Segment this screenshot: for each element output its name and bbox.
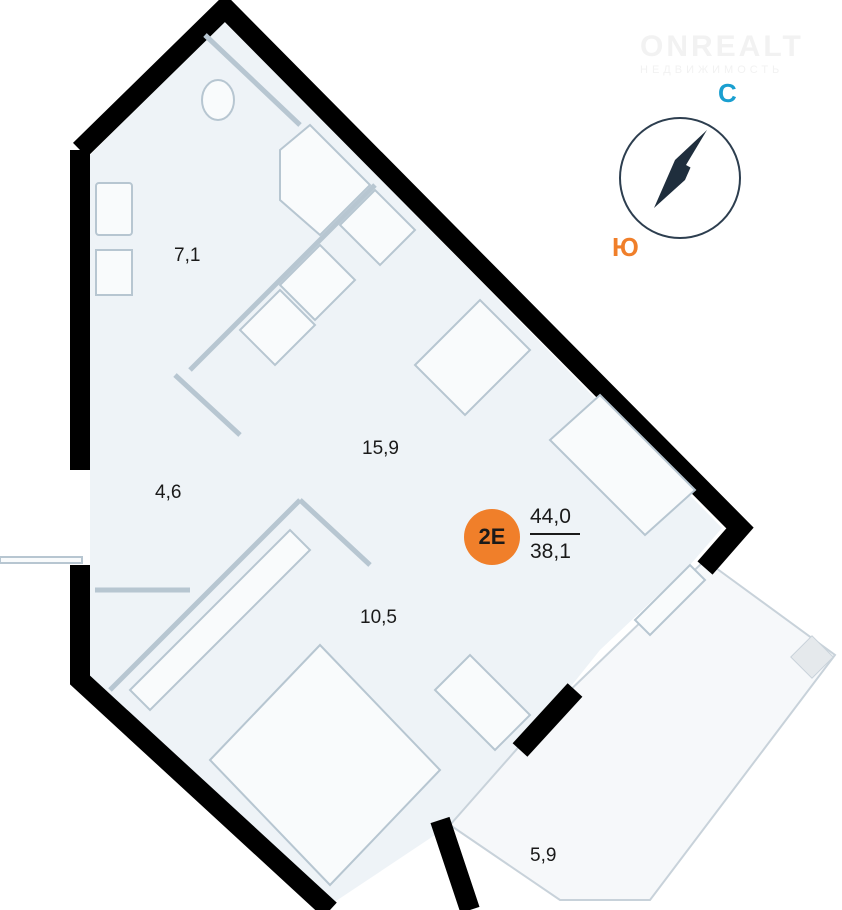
apartment-area: 44,0 38,1: [530, 505, 580, 564]
toilet-icon: [201, 79, 235, 121]
washer-icon: [95, 249, 133, 296]
wardrobe-icon: [128, 528, 312, 712]
apartment-floor: [90, 20, 722, 905]
stove-icon: [338, 188, 417, 267]
compass: [619, 117, 741, 239]
watermark-subtitle: НЕДВИЖИМОСТЬ: [640, 64, 784, 76]
furniture: [0, 79, 707, 887]
room-area-bedroom: 10,5: [360, 607, 397, 628]
column-icon: [790, 635, 834, 679]
room-area-hallway: 4,6: [155, 482, 182, 503]
compass-north-label: С: [718, 78, 737, 108]
window-icon: [633, 563, 707, 637]
fridge-icon: [238, 288, 317, 367]
bed-icon: [208, 643, 442, 887]
compass-south-label: Ю: [612, 232, 639, 262]
sink-icon: [95, 182, 133, 236]
compass-needle-icon: [654, 130, 707, 208]
sofa-icon: [548, 393, 697, 537]
total-area: 44,0: [530, 505, 571, 528]
kitchen-sink-icon: [278, 243, 357, 322]
fraction-divider: [530, 533, 580, 535]
partitions: [95, 33, 377, 692]
walls: [70, 0, 754, 910]
desk-icon: [433, 653, 532, 752]
room-area-balcony: 5,9: [530, 845, 557, 866]
living-area: 38,1: [530, 540, 571, 563]
shower-icon: [279, 123, 372, 237]
apartment-type-badge: 2E: [464, 509, 520, 565]
door-icon: [0, 556, 83, 564]
room-area-living-kitchen: 15,9: [362, 438, 399, 459]
watermark-brand: ONREALT: [640, 30, 804, 63]
dining-table-icon: [413, 298, 532, 417]
room-area-bathroom: 7,1: [174, 245, 201, 266]
